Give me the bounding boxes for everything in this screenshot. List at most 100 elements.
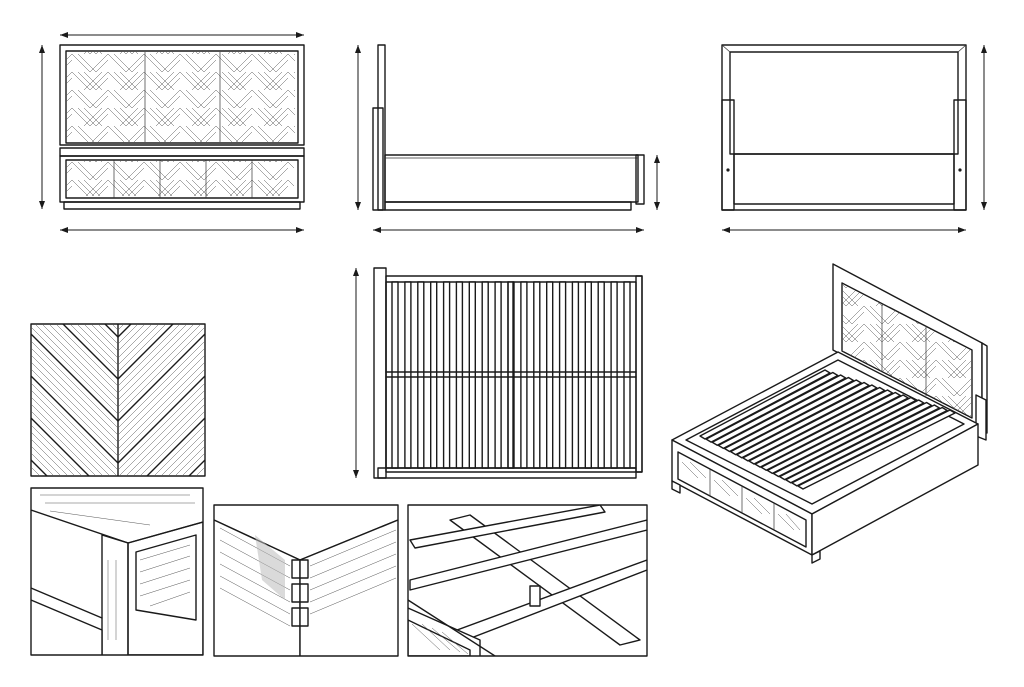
grain-line bbox=[118, 194, 205, 281]
iso-slat bbox=[766, 396, 917, 475]
iso-slat bbox=[772, 399, 925, 478]
iso-slat bbox=[742, 386, 886, 462]
board-edge bbox=[31, 208, 118, 295]
board-edge bbox=[118, 208, 205, 295]
grain-line bbox=[31, 438, 69, 476]
iso-slat bbox=[717, 376, 855, 450]
grain-line bbox=[31, 229, 118, 316]
grain-line bbox=[31, 236, 118, 323]
grain-line bbox=[117, 324, 139, 345]
grain-line bbox=[31, 424, 83, 476]
grain-line bbox=[117, 361, 205, 450]
grain-line bbox=[117, 324, 167, 373]
grain-line bbox=[117, 324, 153, 359]
grain-line bbox=[117, 382, 205, 471]
grain-line bbox=[117, 324, 146, 352]
grain-line bbox=[69, 324, 119, 373]
plan-slats-group bbox=[391, 281, 631, 469]
iso-slat bbox=[791, 406, 948, 487]
grain-line bbox=[41, 324, 119, 401]
grain-line bbox=[31, 368, 119, 457]
board-edge bbox=[31, 375, 119, 464]
grain-line bbox=[31, 222, 118, 309]
grain-line bbox=[118, 222, 205, 309]
iso-slat bbox=[711, 374, 847, 446]
plan-slat bbox=[520, 281, 528, 469]
grain-line bbox=[31, 201, 118, 288]
iso-slat bbox=[723, 379, 862, 453]
grain-line bbox=[55, 324, 119, 387]
plan-slat bbox=[546, 281, 554, 469]
isometric-view bbox=[671, 263, 988, 564]
grain-line bbox=[31, 410, 97, 476]
grain-line bbox=[117, 324, 202, 408]
iso-slat bbox=[778, 401, 933, 481]
plan-slat bbox=[430, 281, 438, 469]
iso-slat bbox=[754, 391, 902, 468]
board-edge bbox=[31, 459, 48, 476]
iso-slat bbox=[785, 404, 941, 484]
grain-line bbox=[31, 354, 119, 443]
grain-line bbox=[117, 326, 205, 415]
grain-line bbox=[117, 324, 181, 387]
plan-slat bbox=[584, 281, 592, 469]
board-edge bbox=[62, 324, 119, 380]
grain-line bbox=[31, 445, 62, 476]
iso-slats-group bbox=[699, 369, 956, 490]
detail-corner-frame bbox=[30, 487, 204, 656]
grain-line bbox=[48, 324, 119, 394]
detail-slat-support bbox=[407, 504, 648, 657]
iso-slat bbox=[705, 371, 839, 443]
grain-line bbox=[111, 324, 119, 331]
grain-line bbox=[117, 324, 160, 366]
grain-line bbox=[31, 208, 118, 295]
grain-line bbox=[31, 382, 119, 471]
board-edge bbox=[117, 375, 205, 464]
grain-line bbox=[117, 340, 205, 429]
grain-line bbox=[31, 452, 55, 476]
side-elevation-view bbox=[355, 44, 660, 233]
grain-line bbox=[174, 445, 205, 476]
plan-slat bbox=[610, 281, 618, 469]
grain-line bbox=[118, 215, 205, 302]
rear-elevation-view bbox=[721, 44, 987, 233]
grain-line bbox=[118, 208, 205, 295]
grain-line bbox=[31, 326, 119, 415]
grain-line bbox=[117, 347, 205, 436]
grain-line bbox=[117, 324, 188, 394]
iso-slat bbox=[748, 389, 894, 465]
plan-slat bbox=[623, 281, 631, 469]
grain-line bbox=[31, 194, 118, 281]
grain-line bbox=[34, 324, 119, 408]
board-edge bbox=[117, 324, 174, 380]
plan-slat bbox=[481, 281, 489, 469]
plan-slat bbox=[571, 281, 580, 469]
grain-line bbox=[83, 324, 119, 359]
grain-line bbox=[153, 424, 205, 476]
grain-line bbox=[181, 452, 205, 476]
grain-line bbox=[117, 324, 125, 331]
herringbone-grain-lines bbox=[31, 194, 205, 476]
front-elevation-view bbox=[39, 32, 305, 233]
grain-line bbox=[90, 324, 119, 352]
plan-slat bbox=[533, 281, 541, 469]
grain-line bbox=[118, 236, 205, 323]
grain-line bbox=[160, 431, 205, 476]
grain-line bbox=[76, 324, 119, 366]
plan-slat bbox=[391, 281, 399, 469]
grain-line bbox=[31, 340, 119, 429]
plan-slat bbox=[468, 281, 476, 469]
detail-finger-joint bbox=[213, 504, 399, 657]
grain-line bbox=[31, 396, 111, 476]
plan-slat bbox=[442, 281, 451, 469]
grain-line bbox=[31, 431, 76, 476]
iso-slat bbox=[699, 369, 831, 440]
plan-slat bbox=[597, 281, 605, 469]
board-edge bbox=[117, 333, 205, 422]
plan-slat bbox=[455, 281, 464, 469]
grain-line bbox=[117, 368, 205, 457]
grain-line bbox=[97, 324, 119, 345]
iso-slat bbox=[760, 394, 909, 471]
iso-slat bbox=[797, 409, 956, 490]
board-edge bbox=[146, 417, 205, 476]
